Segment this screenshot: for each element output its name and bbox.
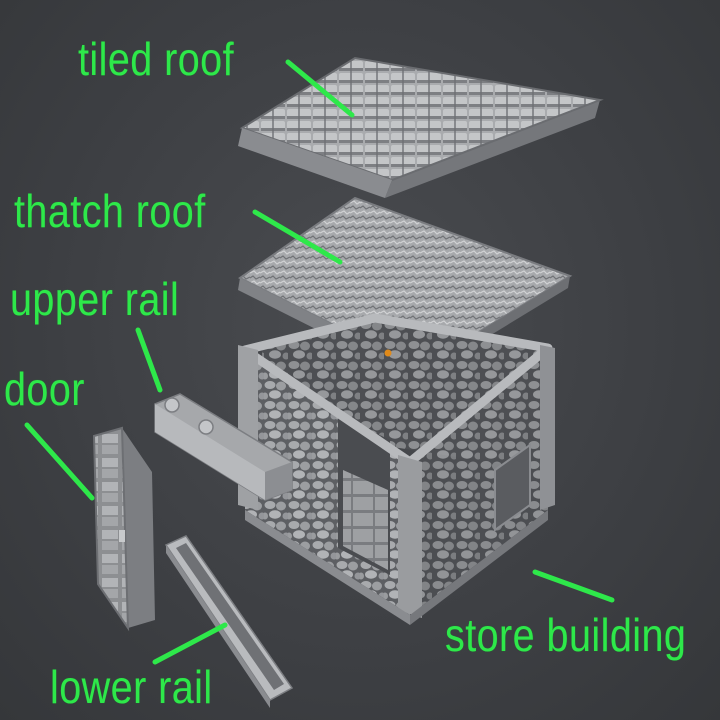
label-lower-rail: lower rail [50,661,213,713]
leader-upper-rail [135,327,163,393]
label-store-building: store building [445,609,687,661]
pivot-marker [384,349,392,357]
upper-rail-part [154,393,293,501]
store-building-part [238,313,555,625]
label-upper-rail: upper rail [10,273,180,325]
label-thatch-roof: thatch roof [14,185,206,237]
leader-lines [24,59,615,665]
tiled-roof-part [238,56,604,198]
door-part [92,426,155,632]
label-tiled-roof: tiled roof [78,33,235,85]
leader-tiled-roof [285,59,355,118]
leader-door [24,422,95,501]
leader-thatch-roof [252,209,343,265]
leader-lower-rail [152,622,228,665]
leader-store-building [532,569,615,603]
label-door: door [4,363,85,415]
